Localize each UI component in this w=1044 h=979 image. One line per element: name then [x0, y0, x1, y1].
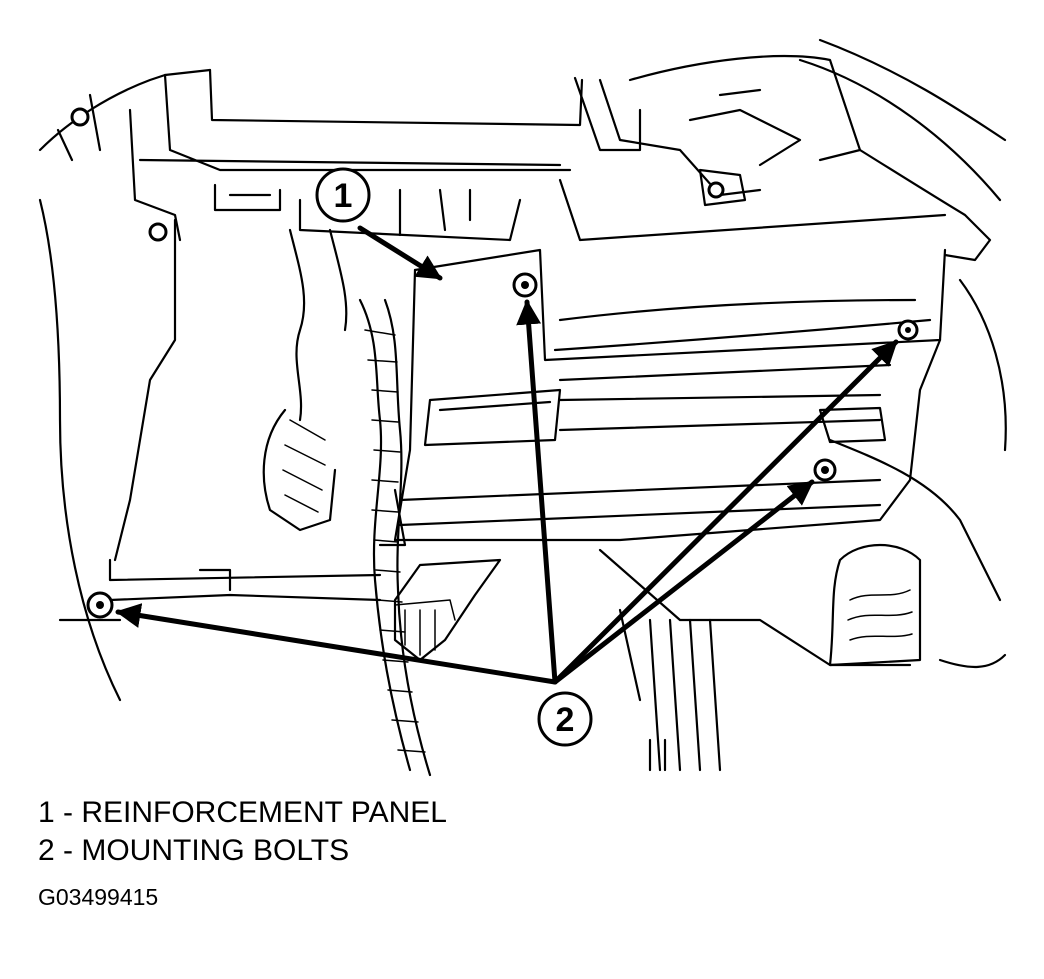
steering-column	[558, 38, 1007, 262]
callout-arrows	[115, 225, 899, 685]
bolt-upper-left	[70, 107, 725, 242]
legend-item-mounting-bolts: 2 - MOUNTING BOLTS	[38, 834, 350, 867]
figure-id: G03499415	[38, 884, 159, 910]
callout-1-label: 1	[334, 177, 353, 215]
bolt-top	[512, 272, 538, 298]
callout-2-label: 2	[556, 701, 575, 739]
bolt-right-upper	[897, 319, 919, 341]
callout-2: 2	[537, 691, 593, 747]
callout-1: 1	[315, 167, 371, 223]
lower-components	[58, 278, 1007, 772]
legend-item-reinforcement-panel: 1 - REINFORCEMENT PANEL	[38, 796, 447, 829]
bolt-right-lower	[813, 458, 837, 482]
dashboard-structure	[38, 68, 584, 702]
reinforcement-panel-diagram: 1 2	[38, 38, 1007, 777]
wiring-harness	[262, 228, 432, 777]
reinforcement-panel	[378, 248, 947, 547]
bolt-lower-left	[86, 591, 114, 619]
